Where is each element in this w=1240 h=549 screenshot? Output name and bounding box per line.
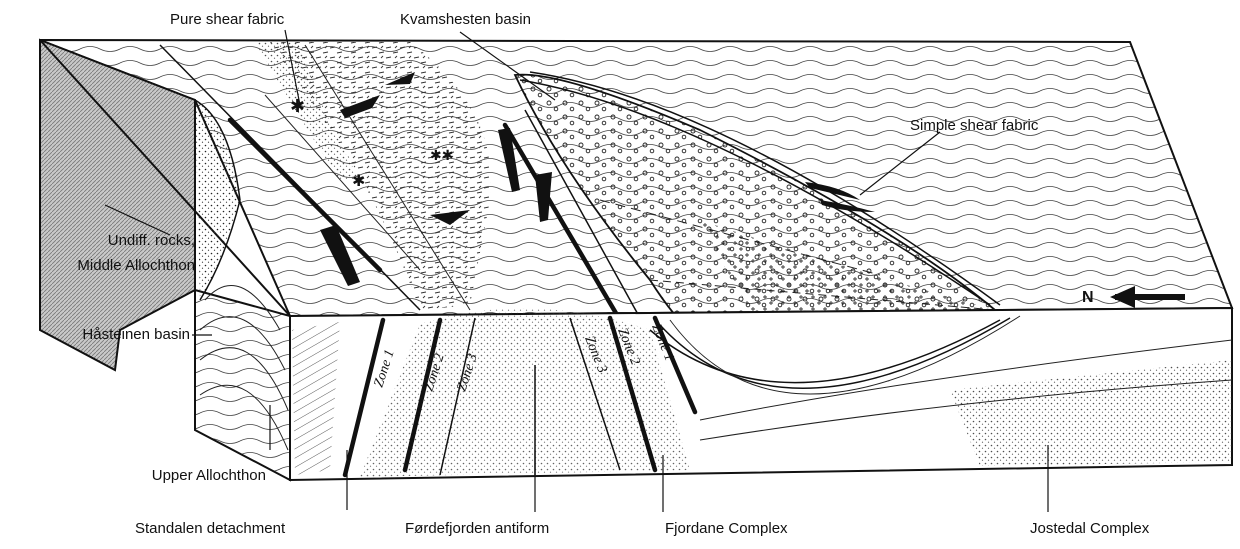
label-pure-shear-fabric: Pure shear fabric — [170, 11, 285, 28]
label-undiff-rocks: Undiff. rocks, — [108, 232, 195, 249]
block-front-face — [290, 308, 1232, 480]
north-arrow-label: N — [1082, 289, 1094, 306]
label-middle-allochthon: Middle Allochthon — [77, 257, 195, 274]
svg-text:✱: ✱ — [352, 173, 365, 190]
label-fordefjorden-antiform: Førdefjorden antiform — [405, 520, 549, 537]
label-fjordane-complex: Fjordane Complex — [665, 520, 788, 537]
svg-text:✱✱: ✱✱ — [430, 147, 453, 163]
label-jostedal-complex: Jostedal Complex — [1030, 520, 1150, 537]
label-kvamshesten-basin: Kvamshesten basin — [400, 11, 531, 28]
label-standalen-detachment: Standalen detachment — [135, 520, 286, 537]
label-simple-shear-fabric: Simple shear fabric — [910, 117, 1039, 134]
label-upper-allochthon: Upper Allochthon — [152, 467, 266, 484]
svg-text:✱: ✱ — [290, 96, 305, 116]
label-hasteinen-basin: Håsteinen basin — [82, 326, 190, 343]
